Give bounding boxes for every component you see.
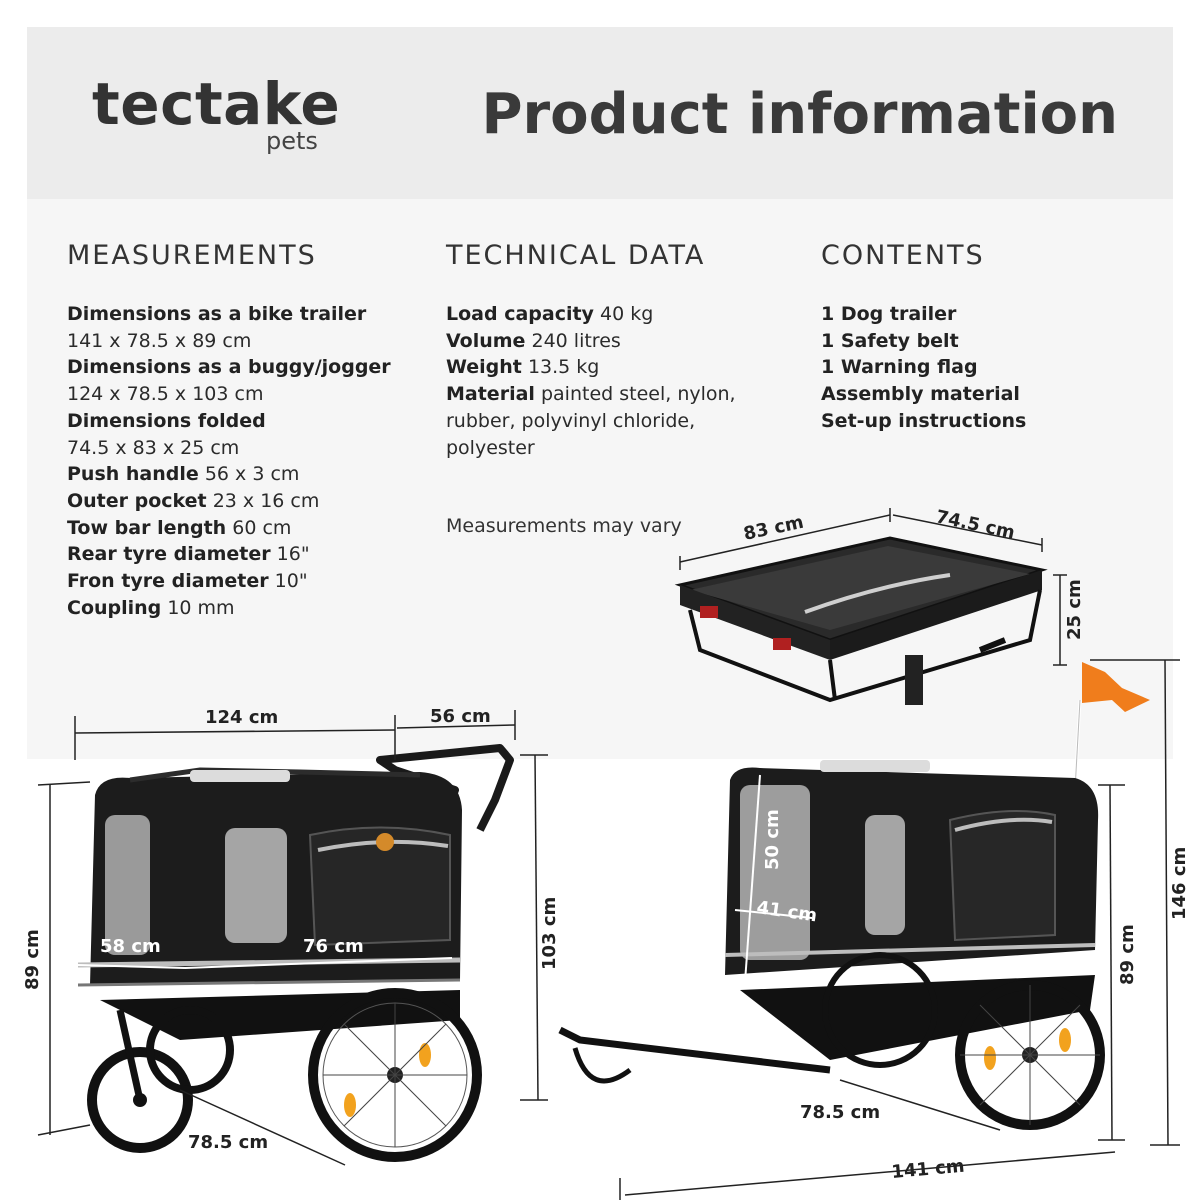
brand-logo: tectake [92,70,341,138]
spec-label: Tow bar length [67,516,227,539]
contents-item: 1 Safety belt [821,329,959,352]
folded-dimension-lines [679,508,1067,666]
spec-label: Fron tyre diameter [67,570,269,593]
spec-line: Dimensions as a buggy/jogger [67,354,427,381]
contents-line: Assembly material [821,381,1181,408]
spec-label: Dimensions as a bike trailer [67,303,367,325]
spec-value: 10 mm [167,596,235,619]
spec-value: 40 kg [600,303,654,325]
inner-height-label: 50 cm [762,809,783,870]
trailer-width-label: 78.5 cm [800,1102,880,1123]
contents-heading: CONTENTS [821,240,985,271]
buggy-side-height-label: 89 cm [22,929,43,990]
spec-value: 23 x 16 cm [212,489,320,512]
buggy-width-label: 78.5 cm [188,1132,268,1153]
spec-line: polyester [446,435,806,462]
brand-sub: pets [266,127,318,155]
spec-label: Load capacity [446,303,594,325]
contents-item: 1 Dog trailer [821,303,957,325]
spec-value: 16" [276,543,310,566]
spec-label: Push handle [67,463,199,486]
spec-value: 56 x 3 cm [204,463,300,486]
spec-label: Outer pocket [67,489,207,512]
folded-trailer-image [674,536,1048,705]
spec-line: rubber, polyvinyl chloride, [446,408,806,435]
inner-length-label: 76 cm [303,936,364,957]
spec-label: Dimensions folded [67,409,266,432]
folded-height-label: 25 cm [1064,579,1085,640]
spec-label: Material [446,383,535,406]
spec-line: Tow bar length 60 cm [67,515,427,542]
spec-value: 10" [274,570,308,593]
folded-length-label: 83 cm [742,512,806,545]
contents-item: 1 Warning flag [821,356,978,379]
spec-value: 141 x 78.5 x 89 cm [67,329,252,352]
spec-line: 74.5 x 83 x 25 cm [67,435,427,462]
contents-item: Set-up instructions [821,409,1027,432]
spec-value: 240 litres [531,329,621,352]
buggy-length-label: 124 cm [205,707,278,728]
spec-value: 13.5 kg [527,356,600,379]
contents-section: CONTENTS 1 Dog trailer 1 Safety belt 1 War… [821,240,1181,435]
spec-value: rubber, polyvinyl chloride, [446,409,696,432]
technical-heading: TECHNICAL DATA [446,240,706,271]
spec-line: Weight 13.5 kg [446,354,806,381]
spec-line: Load capacity 40 kg [446,301,806,328]
spec-line: Push handle 56 x 3 cm [67,461,427,488]
inner-width-label: 58 cm [100,936,161,957]
measurements-section: MEASUREMENTS Dimensions as a bike traile… [67,240,427,621]
contents-line: Set-up instructions [821,408,1181,435]
trailer-length-label: 141 cm [891,1156,966,1183]
bike-trailer-image [558,662,1150,1130]
page-title: Product information [481,82,1118,147]
spec-value: 124 x 78.5 x 103 cm [67,383,264,406]
info-panel [27,199,1173,759]
spec-value: painted steel, nylon, [540,383,736,406]
spec-line: Outer pocket 23 x 16 cm [67,488,427,515]
header-band [27,27,1173,199]
buggy-dimension-lines [37,710,548,1166]
contents-line: 1 Dog trailer [821,301,1181,328]
spec-label: Dimensions as a buggy/jogger [67,356,391,379]
spec-label: Rear tyre diameter [67,543,271,566]
trailer-height-label: 89 cm [1117,924,1138,985]
spec-line: Rear tyre diameter 16" [67,541,427,568]
spec-value: 74.5 x 83 x 25 cm [67,436,240,459]
spec-line: 124 x 78.5 x 103 cm [67,381,427,408]
folded-width-label: 74.5 cm [934,506,1017,543]
spec-line: Material painted steel, nylon, [446,381,806,408]
contents-item: Assembly material [821,383,1020,406]
spec-line: Volume 240 litres [446,328,806,355]
spec-line: Dimensions as a bike trailer [67,301,427,328]
spec-value: 60 cm [232,516,292,539]
measurements-heading: MEASUREMENTS [67,240,317,271]
trailer-dimension-lines [619,659,1180,1200]
spec-label: Coupling [67,596,162,619]
spec-line: Dimensions folded [67,408,427,435]
spec-value: polyester [446,436,535,459]
measurement-note: Measurements may vary [446,515,682,537]
buggy-height-label: 103 cm [539,897,560,970]
spec-line: Fron tyre diameter 10" [67,568,427,595]
spec-line: 141 x 78.5 x 89 cm [67,328,427,355]
spec-label: Volume [446,329,526,352]
flag-height-label: 146 cm [1169,847,1190,920]
buggy-image [77,744,514,1162]
spec-label: Weight [446,356,522,379]
contents-line: 1 Safety belt [821,328,1181,355]
measurements-list: Dimensions as a bike trailer 141 x 78.5 x… [67,301,427,621]
contents-line: 1 Warning flag [821,354,1181,381]
handle-label: 56 cm [430,706,491,727]
contents-list: 1 Dog trailer 1 Safety belt 1 Warning flag… [821,301,1181,435]
spec-line: Coupling 10 mm [67,595,427,622]
